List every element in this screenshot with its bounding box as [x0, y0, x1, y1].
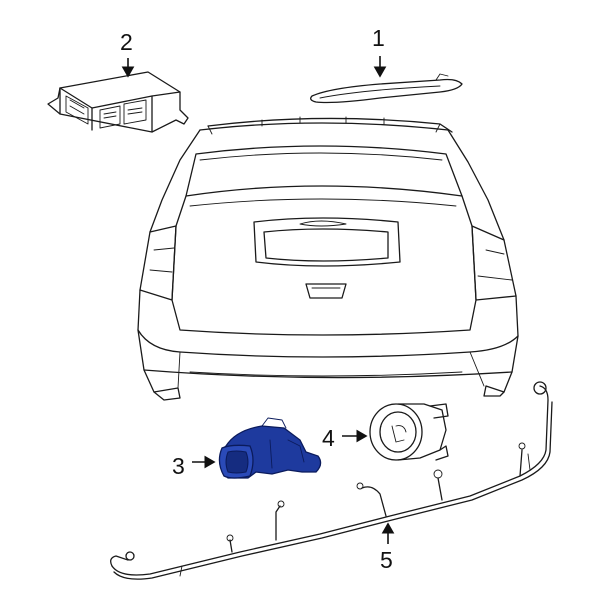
callout-3: 3: [172, 453, 216, 479]
sensor-retainer-ring-icon[interactable]: [369, 403, 449, 461]
callout-4: 4: [322, 425, 368, 451]
svg-text:5: 5: [380, 547, 393, 573]
rear-spoiler-strip-icon[interactable]: [310, 73, 463, 104]
callout-5: 5: [380, 522, 395, 573]
parking-sensor-icon[interactable]: [218, 417, 322, 479]
wiring-harness-icon[interactable]: [110, 381, 553, 580]
control-module-icon[interactable]: [47, 71, 189, 133]
svg-text:3: 3: [172, 453, 185, 479]
svg-text:2: 2: [120, 29, 133, 55]
vehicle-rear-icon: [137, 116, 519, 401]
callout-1: 1: [372, 25, 387, 78]
svg-text:4: 4: [322, 425, 335, 451]
svg-text:1: 1: [372, 25, 385, 51]
callout-2: 2: [120, 29, 135, 78]
